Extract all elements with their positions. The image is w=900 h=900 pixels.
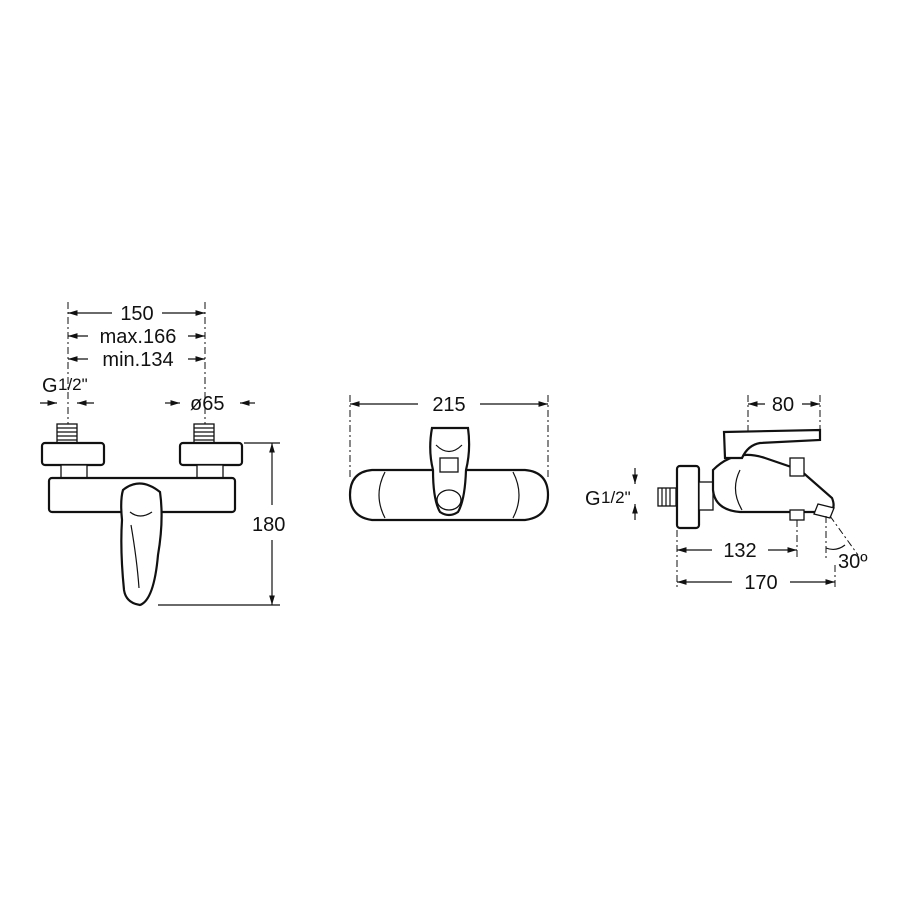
thread-label-g: G bbox=[585, 488, 601, 510]
side-body bbox=[711, 453, 835, 514]
angle-ref-sloped bbox=[829, 515, 859, 556]
side-diverter bbox=[789, 457, 805, 477]
dim-depth-outer-label: 170 bbox=[744, 572, 777, 594]
top-spout-outlet bbox=[436, 489, 462, 511]
side-body-detail bbox=[734, 469, 743, 511]
top-handle-curve bbox=[435, 444, 463, 453]
dim-min-label: min.134 bbox=[102, 349, 173, 371]
thread-right-hatch bbox=[194, 427, 214, 441]
top-view: 215 bbox=[348, 394, 550, 522]
side-bottom-outlet bbox=[789, 509, 805, 521]
connector-left bbox=[60, 464, 88, 479]
thread-right bbox=[193, 423, 215, 445]
top-body-end-caps bbox=[378, 471, 520, 519]
lever-handle-detail bbox=[129, 511, 153, 589]
dim-max-label: max.166 bbox=[100, 326, 177, 348]
side-handle bbox=[722, 428, 822, 460]
dim-width-label: 215 bbox=[432, 394, 465, 416]
connector-right bbox=[196, 464, 224, 479]
side-view: 80 G 1/2" 30º 132 bbox=[585, 394, 868, 594]
dim-width-label: 150 bbox=[120, 303, 153, 325]
dim-depth-inner-label: 132 bbox=[723, 540, 756, 562]
side-thread bbox=[657, 487, 677, 507]
thread-left bbox=[56, 423, 78, 445]
thread-left-hatch bbox=[57, 427, 77, 441]
thread-label-fraction: 1/2" bbox=[58, 375, 88, 394]
thread-label-fraction: 1/2" bbox=[601, 488, 631, 507]
front-view: 150 max.166 min.134 G 1/2" ø65 bbox=[40, 302, 285, 607]
angle-arc bbox=[825, 544, 846, 551]
side-flange bbox=[675, 464, 701, 530]
thread-label-g: G bbox=[42, 375, 58, 397]
dim-handle-label: 80 bbox=[772, 394, 794, 416]
top-handle-pivot bbox=[439, 457, 459, 473]
side-thread-hatch bbox=[661, 488, 671, 506]
lever-handle bbox=[120, 482, 163, 607]
dim-height-label: 180 bbox=[252, 514, 285, 536]
diameter-label: ø65 bbox=[190, 393, 224, 415]
side-spout-tip bbox=[813, 503, 835, 519]
side-connector bbox=[698, 481, 714, 511]
flange-left bbox=[40, 441, 106, 467]
angle-label: 30º bbox=[838, 551, 868, 573]
flange-right bbox=[178, 441, 244, 467]
